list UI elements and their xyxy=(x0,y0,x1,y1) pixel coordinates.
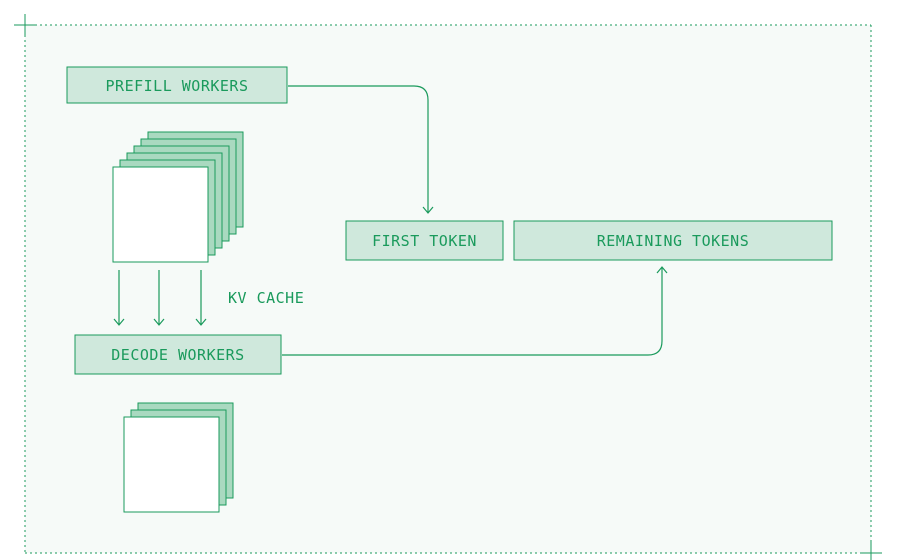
kv-cache-label: KV CACHE xyxy=(228,289,304,307)
remaining-tokens-box: REMAINING TOKENS xyxy=(513,220,833,261)
prefill-workers-label: PREFILL WORKERS xyxy=(106,77,249,95)
corner-mark-top-left xyxy=(14,14,36,36)
kv-cache-arrows xyxy=(113,270,207,326)
decode-worker-stack xyxy=(123,402,234,513)
corner-mark-bottom-right xyxy=(860,542,882,560)
dashed-frame xyxy=(24,24,872,554)
prefill-workers-box: PREFILL WORKERS xyxy=(66,66,288,104)
remaining-tokens-label: REMAINING TOKENS xyxy=(597,232,750,250)
decode-workers-label: DECODE WORKERS xyxy=(111,346,244,364)
decode-workers-box: DECODE WORKERS xyxy=(74,334,282,375)
first-token-label: FIRST TOKEN xyxy=(372,232,477,250)
decode-to-remaining-tokens-connector xyxy=(282,266,668,356)
first-token-box: FIRST TOKEN xyxy=(345,220,504,261)
prefill-worker-stack xyxy=(112,131,244,263)
prefill-to-first-token-connector xyxy=(288,85,434,214)
